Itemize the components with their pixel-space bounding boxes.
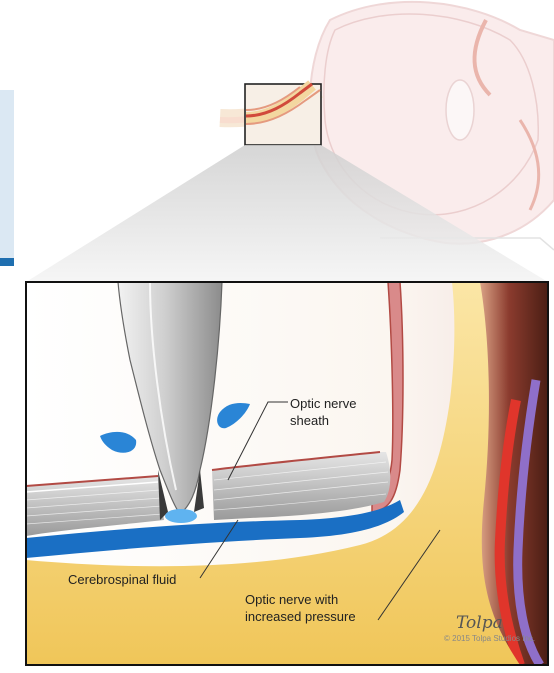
label-optic-nerve-pressure-1: Optic nerve with xyxy=(245,592,338,607)
left-accent-tab xyxy=(0,258,14,266)
left-accent-bar xyxy=(0,90,14,260)
label-optic-nerve-sheath-1: Optic nerve xyxy=(290,396,356,411)
label-optic-nerve-pressure-2: increased pressure xyxy=(245,609,356,624)
detail-panel xyxy=(26,282,548,665)
csf-leak-pool xyxy=(165,509,197,523)
label-cerebrospinal-fluid: Cerebrospinal fluid xyxy=(68,572,176,587)
artist-signature: Tolpa xyxy=(456,613,503,633)
zoom-source-box xyxy=(245,84,321,145)
label-optic-nerve-sheath-2: sheath xyxy=(290,413,329,428)
copyright-text: © 2015 Tolpa Studios Inc. xyxy=(444,634,535,643)
